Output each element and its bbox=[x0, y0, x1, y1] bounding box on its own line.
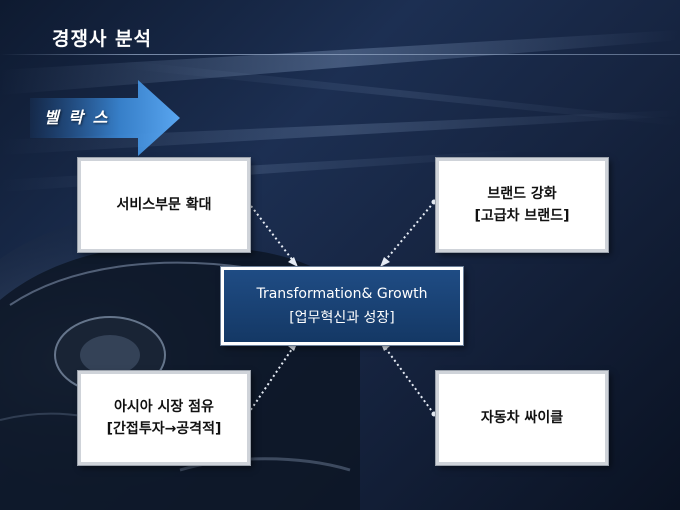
box-asia-market-share-text: 아시아 시장 점유 bbox=[114, 399, 214, 415]
box-brand-strengthening: 브랜드 강화 [고급차 브랜드] bbox=[436, 158, 608, 252]
title-divider bbox=[0, 54, 680, 55]
box-asia-market-share: 아시아 시장 점유 [간접투자→공격적] bbox=[78, 371, 250, 465]
box-auto-cycle-text: 자동차 싸이클 bbox=[480, 410, 564, 426]
box-asia-market-share-subtext: [간접투자→공격적] bbox=[106, 421, 222, 437]
box-service-expansion-text: 서비스부문 확대 bbox=[116, 197, 212, 213]
box-auto-cycle: 자동차 싸이클 bbox=[436, 371, 608, 465]
box-center-subtitle: [업무혁신과 성장] bbox=[289, 310, 395, 326]
connector-top-right bbox=[383, 201, 435, 263]
speed-streaks bbox=[0, 30, 680, 192]
connectors bbox=[247, 201, 435, 415]
box-brand-strengthening-subtext: [고급차 브랜드] bbox=[474, 208, 570, 224]
car-silhouette bbox=[0, 210, 400, 510]
arrow-shape bbox=[30, 80, 180, 156]
connector-bottom-right bbox=[383, 345, 435, 415]
box-transformation-growth: Transformation& Growth [업무혁신과 성장] bbox=[221, 267, 463, 345]
box-service-expansion: 서비스부문 확대 bbox=[78, 158, 250, 252]
slide-title: 경쟁사 분석 bbox=[52, 28, 153, 50]
arrow-label: 벨 락 스 bbox=[44, 108, 110, 127]
box-brand-strengthening-text: 브랜드 강화 bbox=[487, 186, 557, 202]
connector-bottom-left bbox=[247, 345, 295, 415]
box-center-title: Transformation& Growth bbox=[256, 286, 428, 302]
